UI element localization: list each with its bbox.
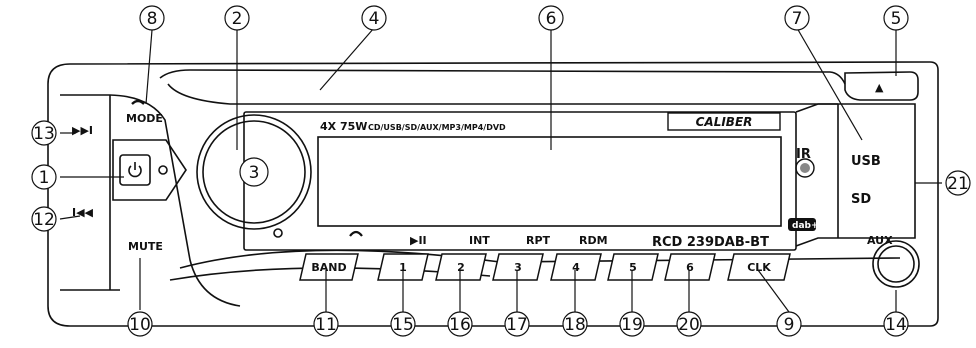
callout-number: 9 xyxy=(784,315,795,335)
formats-text: CD/USB/SD/AUX/MP3/MP4/DVD xyxy=(368,123,506,132)
ir-label: IR xyxy=(796,147,811,162)
callout-18: 18 xyxy=(562,311,588,337)
callout-number: 19 xyxy=(621,315,643,335)
callout-number: 3 xyxy=(249,163,260,183)
callout-number: 8 xyxy=(147,9,158,29)
preset-button-band[interactable]: BAND xyxy=(299,253,359,281)
preset-button-label: 3 xyxy=(514,261,522,274)
power-text: 4X 75W xyxy=(320,120,367,133)
model-name: RCD 239DAB-BT xyxy=(652,235,769,250)
play-pause-label: ▶II xyxy=(410,234,427,247)
callout-number: 13 xyxy=(33,124,55,144)
brand-logo: CALIBER xyxy=(696,115,753,129)
faceplate xyxy=(47,61,939,327)
preset-button-3[interactable]: 3 xyxy=(492,253,544,281)
callout-19: 19 xyxy=(619,311,645,337)
callout-number: 5 xyxy=(891,9,902,29)
callout-11: 11 xyxy=(313,311,339,337)
usb-label: USB xyxy=(851,154,881,169)
brand-logo-box xyxy=(667,112,781,131)
callout-3: 3 xyxy=(239,157,269,187)
callout-number: 11 xyxy=(315,315,337,335)
dab-label: dab+ xyxy=(792,221,819,231)
callout-15: 15 xyxy=(390,311,416,337)
callout-number: 7 xyxy=(792,9,803,29)
callout-21: 21 xyxy=(945,170,971,196)
callout-number: 4 xyxy=(369,9,380,29)
mode-label: MODE xyxy=(126,112,163,125)
callout-number: 10 xyxy=(129,315,151,335)
callout-number: 2 xyxy=(232,9,243,29)
mute-label: MUTE xyxy=(128,240,163,253)
callout-9: 9 xyxy=(776,311,802,337)
callout-10: 10 xyxy=(127,311,153,337)
ir-sensor-dots xyxy=(800,163,810,173)
rpt-label: RPT xyxy=(526,234,551,247)
callout-8: 8 xyxy=(139,5,165,31)
preset-button-4[interactable]: 4 xyxy=(550,253,602,281)
ir-sensor xyxy=(795,158,815,178)
callout-16: 16 xyxy=(447,311,473,337)
callout-2: 2 xyxy=(224,5,250,31)
callout-4: 4 xyxy=(361,5,387,31)
next-track-icon: ▶▶I xyxy=(72,124,93,137)
preset-buttons: BAND 1 2 3 4 5 6 CLK xyxy=(299,253,791,281)
leader-lines xyxy=(59,27,942,313)
callout-number: 12 xyxy=(33,210,55,230)
prev-track-icon: I◀◀ xyxy=(72,206,94,219)
preset-button-6[interactable]: 6 xyxy=(664,253,716,281)
callout-13: 13 xyxy=(31,120,57,146)
phone-hangup-icon xyxy=(131,99,145,105)
callout-number: 18 xyxy=(564,315,586,335)
callout-6: 6 xyxy=(538,5,564,31)
preset-button-5[interactable]: 5 xyxy=(607,253,659,281)
preset-button-label: 6 xyxy=(686,261,694,274)
callout-17: 17 xyxy=(504,311,530,337)
callout-14: 14 xyxy=(883,311,909,337)
callout-number: 20 xyxy=(678,315,700,335)
preset-button-1[interactable]: 1 xyxy=(377,253,429,281)
callout-number: 17 xyxy=(506,315,528,335)
preset-button-2[interactable]: 2 xyxy=(435,253,487,281)
preset-button-label: 2 xyxy=(457,261,465,274)
callout-number: 16 xyxy=(449,315,471,335)
preset-button-label: 1 xyxy=(399,261,407,274)
callout-5: 5 xyxy=(883,5,909,31)
callout-number: 21 xyxy=(947,174,969,194)
callout-number: 1 xyxy=(39,168,50,188)
int-label: INT xyxy=(469,234,490,247)
preset-button-clk[interactable]: CLK xyxy=(727,253,791,281)
callout-12: 12 xyxy=(31,206,57,232)
callout-number: 15 xyxy=(392,315,414,335)
preset-button-label: BAND xyxy=(311,261,346,274)
power-icon xyxy=(128,162,142,178)
sd-label: SD xyxy=(851,192,871,207)
rdm-label: RDM xyxy=(579,234,608,247)
preset-button-label: 4 xyxy=(572,261,580,274)
dab-badge xyxy=(788,218,816,231)
preset-button-label: CLK xyxy=(747,261,771,274)
callout-1: 1 xyxy=(31,164,57,190)
phone-answer-icon xyxy=(349,230,363,237)
eject-icon: ▲ xyxy=(875,81,884,94)
callout-number: 6 xyxy=(546,9,557,29)
callout-7: 7 xyxy=(784,5,810,31)
aux-label: AUX xyxy=(867,234,893,247)
preset-button-label: 5 xyxy=(629,261,637,274)
callout-20: 20 xyxy=(676,311,702,337)
callout-number: 14 xyxy=(885,315,907,335)
